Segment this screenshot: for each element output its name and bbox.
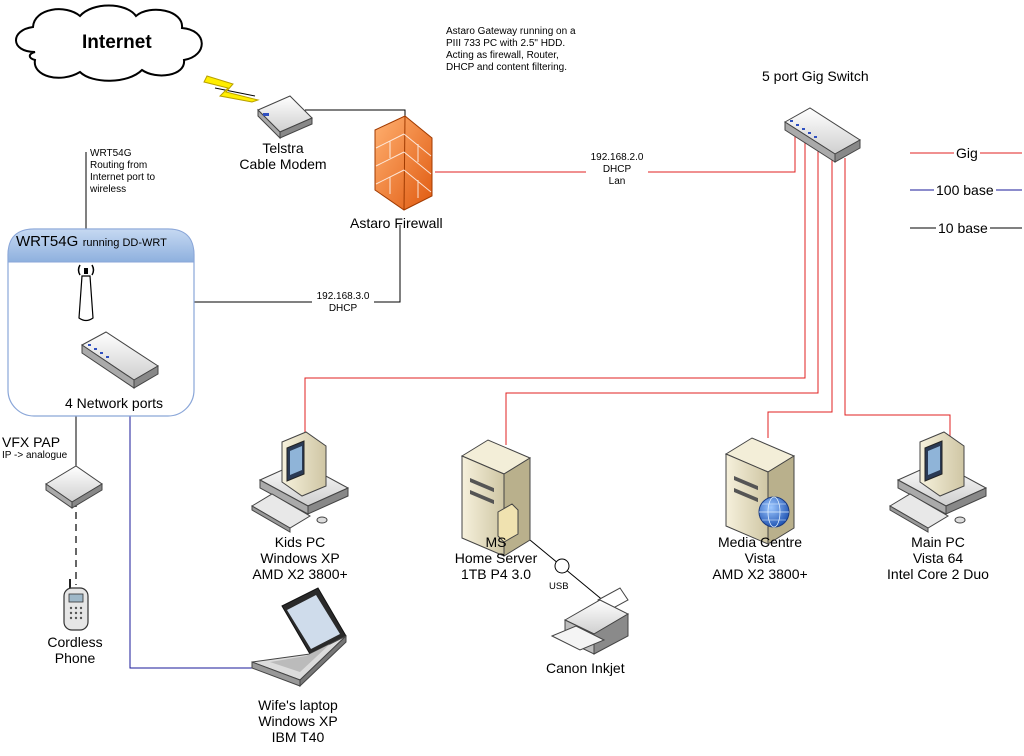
vfx-pap-icon [45, 465, 103, 509]
wrt-note-line: Internet port to [90, 172, 156, 183]
main-pc-label: Main PC Vista 64 Intel Core 2 Duo [868, 534, 1008, 582]
gig-switch-icon [784, 107, 861, 163]
antenna-icon [77, 264, 95, 322]
kids-pc-name: Kids PC [274, 534, 326, 550]
link-wrt-laptop [129, 378, 255, 669]
legend-10-base: 10 base [936, 220, 990, 237]
laptop-model: IBM T40 [271, 729, 325, 746]
wrt-panel-title: WRT54G [16, 233, 79, 250]
lan-link-dhcp: DHCP [602, 164, 632, 175]
wrt-ports-label: 4 Network ports [65, 395, 164, 412]
legend-100-base: 100 base [934, 182, 996, 199]
firewall-label: Astaro Firewall [350, 215, 443, 231]
kids-pc-os: Windows XP [260, 550, 340, 567]
link-switch-server [505, 145, 819, 445]
cordless-phone-icon [63, 579, 89, 631]
gateway-note-line: Astaro Gateway running on a [446, 26, 576, 37]
home-server-label: MS Home Server 1TB P4 3.0 [436, 534, 556, 582]
modem-label-line1: Telstra [262, 140, 304, 156]
wan-link-ip: 192.168.3.0 [316, 291, 370, 302]
media-centre-icon [724, 437, 796, 545]
gateway-note-line: Acting as firewall, Router, [446, 50, 559, 61]
wrt-note-line: wireless [90, 184, 127, 195]
lan-link-ip: 192.168.2.0 [590, 152, 644, 163]
lan-link-lan: Lan [608, 176, 626, 187]
phone-label-line1: Cordless [47, 634, 103, 650]
gateway-note-line: PIII 733 PC with 2.5" HDD. [446, 38, 566, 49]
home-server-os: Home Server [454, 550, 538, 567]
legend-gig: Gig [954, 145, 980, 162]
lightning-bolt-icon [203, 75, 260, 103]
link-firewall-wrt [115, 225, 401, 303]
link-switch-media [767, 152, 833, 438]
modem-label-line2: Cable Modem [239, 156, 327, 173]
usb-label: USB [549, 581, 569, 592]
link-switch-main [844, 158, 951, 438]
laptop-icon [251, 587, 347, 688]
media-centre-os: Vista [744, 550, 776, 567]
wrt-panel-header: WRT54G running DD-WRT [16, 233, 167, 251]
phone-label-line2: Phone [54, 650, 96, 667]
wrt-switch-icon [81, 331, 159, 389]
connection-lines [75, 87, 951, 669]
link-firewall-switch [435, 135, 796, 173]
internet-label: Internet [82, 32, 152, 53]
main-pc-os: Vista 64 [912, 550, 964, 567]
wrt-note: WRT54G Routing from Internet port to wir… [90, 148, 155, 196]
vfx-label: VFX PAP IP -> analogue [2, 434, 67, 462]
link-internet-modem [214, 87, 256, 97]
usb-connector-icon [554, 558, 570, 574]
main-pc-icon [889, 431, 988, 533]
internet-cloud-icon [15, 4, 203, 82]
wrt-note-line: Routing from [90, 160, 148, 171]
main-pc-name: Main PC [911, 534, 965, 550]
laptop-label: Wife's laptop Windows XP IBM T40 [238, 697, 358, 745]
media-centre-cpu: AMD X2 3800+ [712, 566, 808, 583]
laptop-name: Wife's laptop [258, 697, 338, 713]
home-server-icon [460, 439, 532, 557]
printer-icon [550, 587, 630, 655]
printer-label: Canon Inkjet [546, 660, 625, 676]
gateway-note-line: DHCP and content filtering. [446, 62, 567, 73]
wrt-panel-subtitle: running DD-WRT [82, 237, 167, 249]
phone-label: Cordless Phone [30, 634, 120, 666]
home-server-spec: 1TB P4 3.0 [460, 566, 532, 583]
media-centre-name: Media Centre [717, 534, 803, 550]
media-centre-label: Media Centre Vista AMD X2 3800+ [685, 534, 835, 582]
firewall-icon [374, 115, 433, 211]
kids-pc-cpu: AMD X2 3800+ [252, 566, 348, 583]
home-server-name: MS [485, 534, 507, 550]
laptop-os: Windows XP [258, 713, 338, 730]
switch-title: 5 port Gig Switch [762, 68, 869, 84]
cable-modem-icon [257, 95, 313, 140]
link-modem-firewall [305, 109, 406, 118]
kids-pc-icon [251, 431, 350, 533]
lan-link-label: 192.168.2.0 DHCP Lan [586, 152, 648, 188]
main-pc-cpu: Intel Core 2 Duo [887, 566, 989, 583]
link-switch-kids [304, 135, 806, 435]
wrt54g-panel [7, 228, 195, 417]
wan-link-label: 192.168.3.0 DHCP [312, 291, 374, 315]
wrt-note-line: WRT54G [90, 148, 132, 159]
modem-label: Telstra Cable Modem [228, 140, 338, 172]
kids-pc-label: Kids PC Windows XP AMD X2 3800+ [225, 534, 375, 582]
vfx-title: VFX PAP [2, 434, 61, 450]
wan-link-dhcp: DHCP [328, 303, 358, 314]
vfx-subtitle: IP -> analogue [2, 450, 68, 462]
gateway-note: Astaro Gateway running on a PIII 733 PC … [446, 26, 576, 74]
